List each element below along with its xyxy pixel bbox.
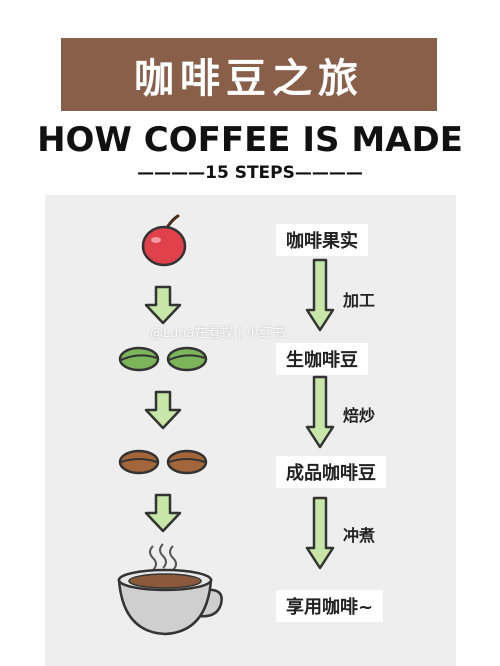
stage-label-coffee-cherry: 咖啡果实 (276, 224, 368, 256)
process-panel (45, 195, 456, 666)
long-arrow-down-icon (305, 375, 335, 449)
stage-label-green-beans: 生咖啡豆 (276, 343, 368, 375)
watermark: @Luna在看蝶 | 小红书 (150, 326, 286, 341)
long-arrow-down-icon (305, 496, 335, 570)
stage-label-enjoy-coffee: 享用咖啡~ (276, 590, 384, 622)
title-banner: 咖啡豆之旅 (61, 38, 437, 111)
process-step-processing: 加工 (343, 291, 376, 310)
long-arrow-down-icon (305, 258, 335, 332)
green-beans-icon (118, 346, 208, 372)
roasted-beans-icon (118, 449, 208, 475)
arrow-down-icon (144, 285, 182, 325)
banner-title: 咖啡豆之旅 (134, 55, 364, 102)
process-step-brewing: 冲煮 (343, 526, 376, 545)
coffee-cup-icon (117, 543, 223, 636)
arrow-down-icon (144, 493, 182, 533)
page-title: HOW COFFEE IS MADE (37, 120, 463, 160)
process-step-roasting: 焙炒 (343, 406, 376, 425)
stage-label-roasted-beans: 成品咖啡豆 (276, 456, 386, 488)
page-subtitle: ————15 STEPS———— (137, 163, 363, 183)
coffee-cherry-icon (141, 214, 187, 267)
arrow-down-icon (144, 390, 182, 430)
